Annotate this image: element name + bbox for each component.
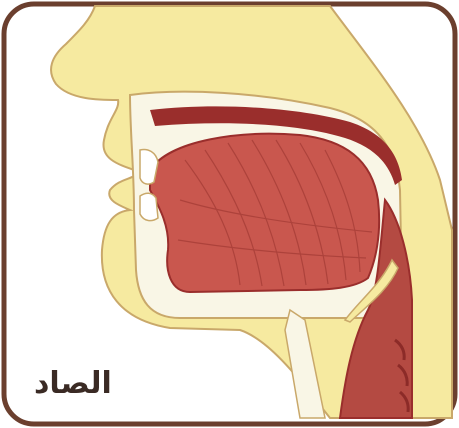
lower-teeth [140,193,158,220]
upper-teeth [140,150,158,185]
phoneme-caption: الصاد [34,366,112,401]
